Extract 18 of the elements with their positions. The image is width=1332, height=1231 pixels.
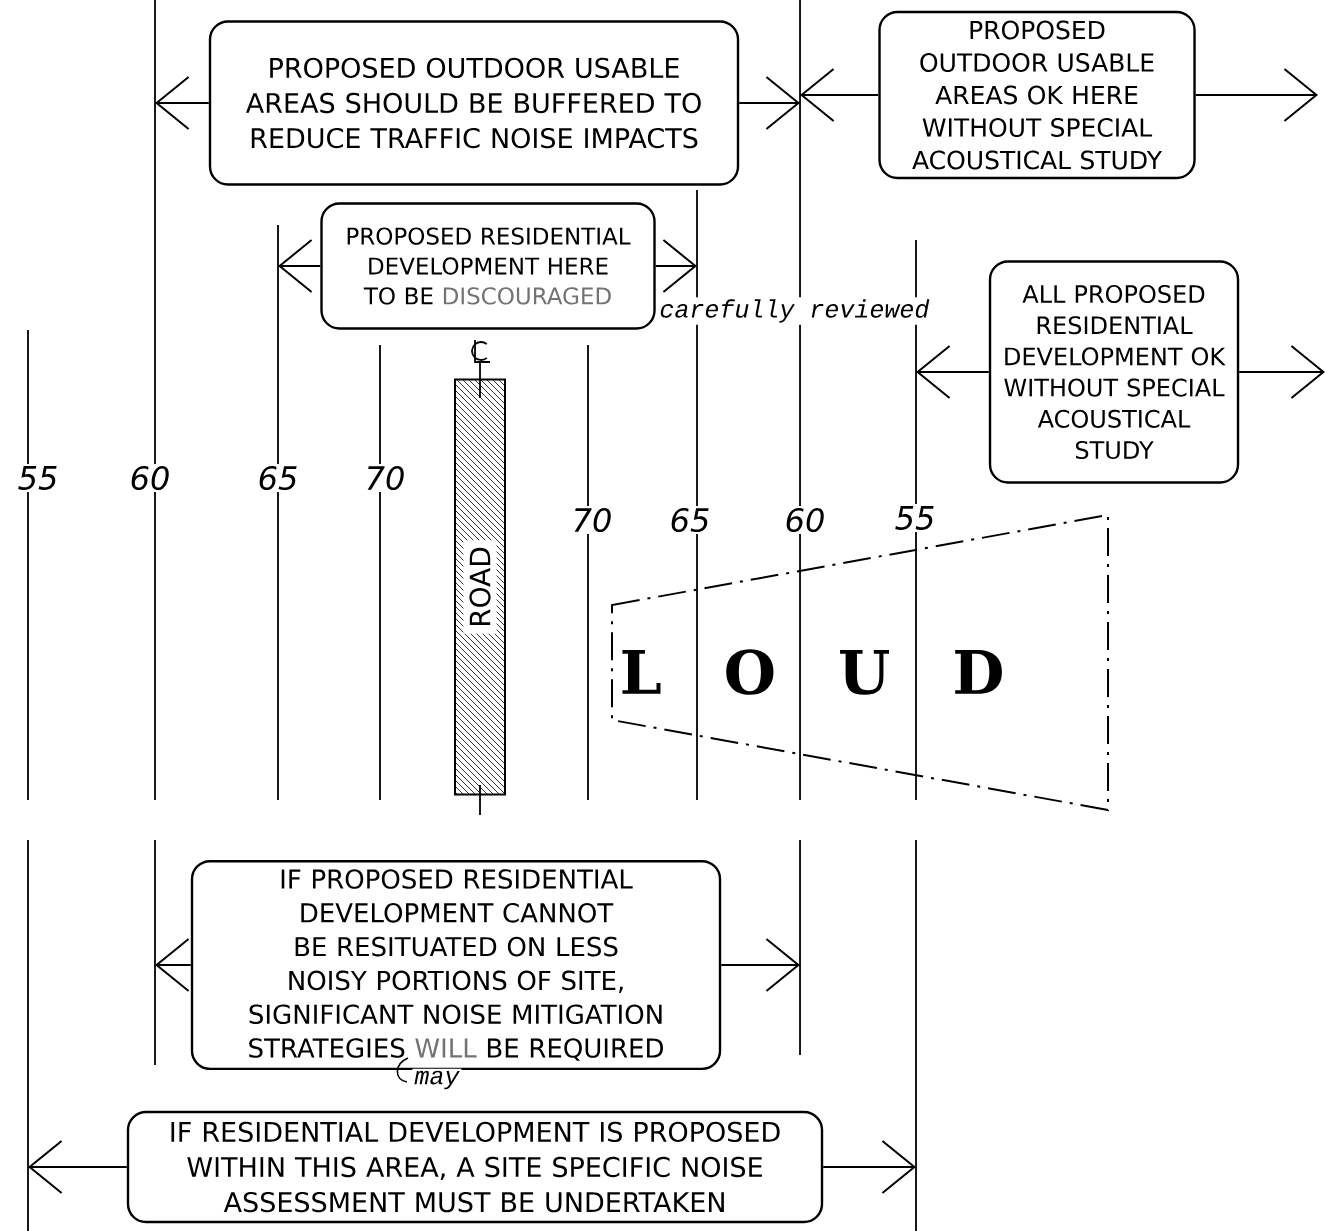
arrow	[1194, 68, 1319, 122]
contour-value: 70	[569, 505, 615, 535]
contour-value: 55	[15, 464, 61, 492]
contour-value: 70	[362, 463, 408, 493]
contour-value: 60	[127, 463, 173, 493]
text-box: IF RESIDENTIAL DEVELOPMENT IS PROPOSED WITHIN THIS AREA, A SITE SPECIFIC NOISE ASSESSMENT MUST BE UNDERTAKEN	[126, 1110, 824, 1224]
handwritten-note: may	[412, 1068, 462, 1092]
contour-value: 65	[667, 505, 713, 535]
text-box: ALL PROPOSED RESIDENTIAL DEVELOPMENT OK WITHOUT SPECIAL ACOUSTICAL STUDY	[988, 260, 1240, 484]
text-box: PROPOSED OUTDOOR USABLE AREAS SHOULD BE BUFFERED TO REDUCE TRAFFIC NOISE IMPACTS	[208, 20, 740, 186]
contour-value: 55	[892, 504, 938, 532]
contour-value: 60	[782, 505, 828, 535]
text-box: IF PROPOSED RESIDENTIAL DEVELOPMENT CANNOT BE RESITUATED ON LESS NOISY PORTIONS OF SITE, SIGNIFICANT NOISE MITIGATION STRATEGIES WILL BE REQUIRED	[190, 860, 722, 1071]
road-bar: ROAD	[454, 378, 506, 796]
text-box: PROPOSED RESIDENTIAL DEVELOPMENT HERE TO BE DISCOURAGED	[320, 202, 656, 330]
text-box: PROPOSED OUTDOOR USABLE AREAS OK HERE WITHOUT SPECIAL ACOUSTICAL STUDY	[878, 10, 1196, 180]
handwritten-note: carefully reviewed	[657, 297, 932, 325]
contour-value: 65	[255, 463, 301, 493]
